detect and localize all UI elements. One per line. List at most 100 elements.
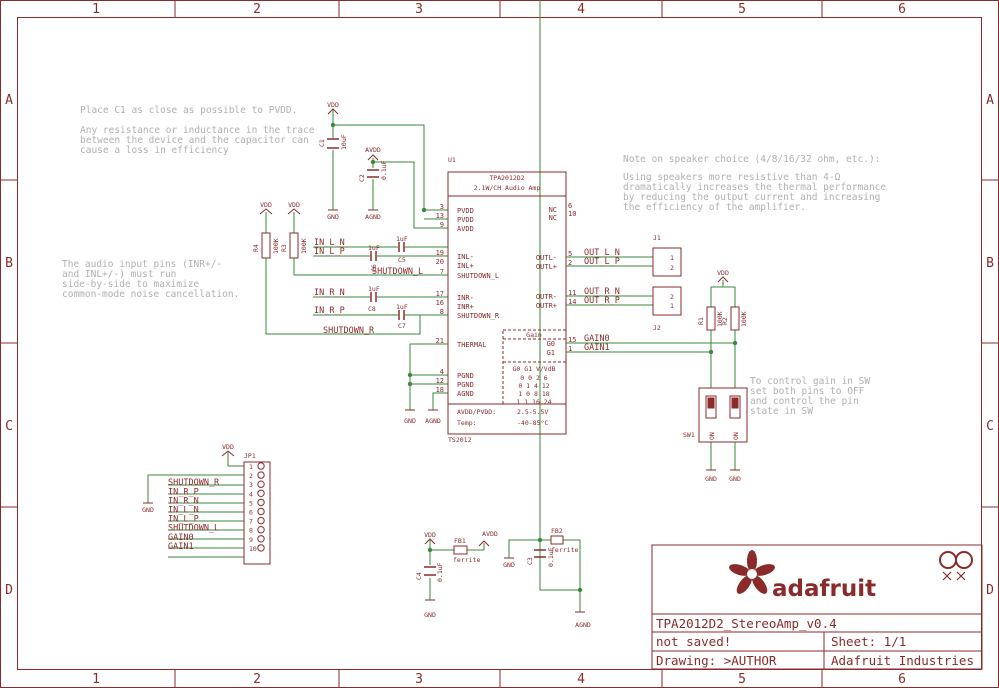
ic-pin-number: 20: [436, 258, 444, 266]
adafruit-logo: adafruit: [729, 550, 973, 602]
net-label: OUT_R_P: [584, 296, 620, 306]
row-label: B: [986, 256, 994, 271]
r2-value: 100K: [740, 311, 748, 327]
jp1-ref-label: JP1: [244, 452, 256, 460]
net-label: OUT_L_N: [584, 248, 620, 258]
jp1-net-label: IN_L_P: [168, 515, 199, 525]
jp1-pin-number: 3: [249, 481, 253, 489]
ic-pin-name: PGND: [457, 372, 474, 380]
ic-pin-number: 12: [436, 377, 444, 385]
jp1-pins: 123SHUTDOWN_R4IN_R_P5IN_R_N6IN_L_N7IN_L_…: [168, 462, 265, 553]
ic-pin-name: OUTL-: [536, 254, 557, 262]
vdd-label: VDD: [260, 201, 272, 209]
c2-ref: C2: [358, 174, 366, 182]
switch-sw1: [698, 387, 748, 443]
fb1-value: ferrite: [453, 556, 480, 564]
jp1-pin-pad: [257, 489, 265, 497]
gnd-label: GND: [327, 213, 339, 221]
gain-title: Gain: [526, 331, 542, 339]
r4-value: 100K: [272, 238, 280, 254]
fb1-ref: FB1: [454, 537, 466, 545]
gain-row: 1 0 8 18: [518, 390, 549, 398]
note-c1: between the device and the capacitor can: [80, 135, 309, 146]
ferrite-labels: FB1 ferrite FB2 ferrite: [453, 527, 578, 564]
col-label: 3: [415, 672, 423, 687]
net-labels: IN_L_N IN_L_P SHUTDOWN_L IN_R_N IN_R_P S…: [314, 238, 620, 353]
gain-row: 0 0 2 6: [520, 374, 547, 382]
cap-value: 1uF: [396, 235, 408, 243]
junctions: [330, 122, 738, 593]
ic-pin-name: OUTR-: [536, 293, 557, 301]
gain-row: 1 1 16 24: [516, 398, 551, 406]
net-label: IN_L_P: [314, 247, 345, 257]
note-speaker: Note on speaker choice (4/8/16/32 ohm, e…: [623, 154, 880, 165]
jp1-pin-number: 7: [249, 518, 253, 526]
ic-u1: [447, 171, 567, 435]
col-label: 2: [253, 2, 261, 17]
agnd-label: AGND: [365, 213, 381, 221]
c4-value: 0.1uF: [436, 562, 444, 582]
net-label: SHUTDOWN_R: [323, 326, 375, 336]
ic-pin-name: SHUTDOWN_L: [457, 272, 499, 280]
ic-pin-number: 6: [568, 202, 572, 210]
gain-row: 0 1 4 12: [518, 382, 549, 390]
note-input: and INL+/-) must run: [62, 269, 176, 280]
note-speaker: dramatically increases the thermal perfo…: [623, 182, 886, 193]
sw1-ref: SW1: [683, 431, 695, 439]
r1-value: 100K: [716, 311, 724, 327]
drawing-title: TPA2012D2_StereoAmp_v0.4: [656, 616, 837, 631]
note-input: side-by-side to maximize: [62, 279, 200, 290]
ic-pin-name: OUTL+: [536, 263, 557, 271]
ic-u1-labels: U1 TPA2012D2 2.1W/CH Audio Amp TS2012 Ga…: [448, 156, 556, 444]
connector-labels: J1 J2 12 21: [653, 234, 674, 332]
ic-pin-number: 16: [436, 299, 444, 307]
row-label: A: [5, 93, 13, 108]
spec-value: -40-85°C: [517, 419, 548, 427]
net-label: OUT_L_P: [584, 257, 620, 267]
ic-pin-name: SHUTDOWN_R: [457, 312, 500, 320]
ic-pin-number: 3: [440, 203, 444, 211]
c6-ref: C6: [370, 264, 378, 272]
col-label: 5: [738, 2, 746, 17]
ic-pin-name: PVDD: [457, 216, 474, 224]
ic-pin-number: 10: [568, 210, 576, 218]
svg-text:2: 2: [670, 293, 674, 301]
vdd-label: VDD: [717, 269, 729, 277]
ic-pin-number: 2: [568, 259, 572, 267]
vdd-label: VDD: [288, 201, 300, 209]
col-label: 1: [92, 2, 100, 17]
resistors: [261, 232, 740, 331]
col-label: 6: [898, 672, 906, 687]
spec-label: Temp:: [457, 419, 477, 427]
jp1-net-label: SHUTDOWN_L: [168, 524, 219, 534]
net-label: IN_R_N: [314, 288, 345, 298]
net-label: SHUTDOWN_L: [372, 267, 423, 277]
cap-value: 1uF: [396, 303, 408, 311]
svg-text:2: 2: [670, 264, 674, 272]
gain-header: G0 G1 V/VdB: [512, 365, 555, 373]
ic-pin-number: 8: [440, 308, 444, 316]
logo-text: adafruit: [772, 576, 876, 602]
sw-on: ON: [732, 432, 740, 440]
ic-pin-name: INR+: [457, 303, 474, 311]
switch-labels: SW1 ON ON: [683, 431, 740, 440]
note-speaker: the efficiency of the amplifier.: [623, 202, 806, 213]
note-gain: state in SW: [750, 406, 813, 417]
c2-value: 0.1uF: [380, 160, 388, 180]
note-gain: and control the pin: [750, 396, 859, 407]
ic-pin-name: THERMAL: [457, 341, 487, 349]
wires: [147, 0, 736, 612]
ic-pin-number: 17: [436, 290, 444, 298]
ic-pin-number: 14: [568, 298, 576, 306]
c1-ref: C1: [318, 139, 326, 147]
resistor-labels: R4 100K R3 100K R1 100K R2 100K: [252, 238, 748, 327]
sw-on: ON: [708, 432, 716, 440]
j2-ref: J2: [653, 324, 661, 332]
spec-value: 2.5-5.5V: [517, 408, 548, 416]
jp1-pin-pad: [257, 462, 265, 470]
c1-value: 10uF: [340, 134, 348, 150]
ic-pin-number: 19: [436, 249, 444, 257]
jp1-ref: JP1: [244, 452, 256, 460]
note-gain: set both pins to OFF: [750, 386, 865, 397]
title-block: [651, 544, 983, 670]
